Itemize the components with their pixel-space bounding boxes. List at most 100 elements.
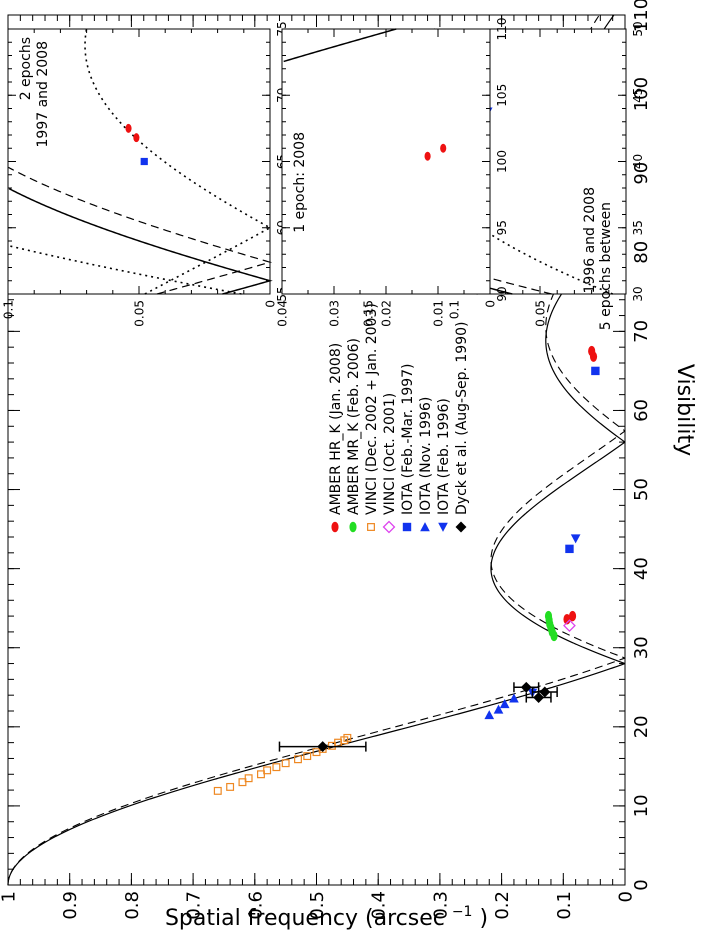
- data-point: [499, 699, 510, 709]
- model-curve-dashed: [7, 14, 626, 886]
- y-tick-label: 0.8: [122, 891, 143, 920]
- y-tick-label: 0.03: [327, 300, 341, 327]
- x-tick-label: 30: [631, 636, 652, 659]
- legend-label: AMBER MR_K (Feb. 2006): [346, 338, 362, 515]
- x-tick-label: 95: [495, 220, 509, 235]
- data-point: [563, 619, 576, 632]
- y-tick-label: 0.9: [60, 891, 81, 920]
- inset-upper-left-annotation-line1: 2 epochs: [18, 37, 34, 100]
- inset-upper-right-points: [424, 143, 447, 161]
- data-point: [484, 710, 495, 720]
- data-point: [440, 143, 447, 153]
- x-tick-label: 90: [495, 286, 509, 301]
- y-tick-label: 0.6: [245, 891, 266, 920]
- legend-label: Dyck et al. (Aug-Sep. 1990): [454, 322, 470, 515]
- y-axis-label: Visibility: [672, 364, 697, 456]
- inset-lower-annotation-line2: 1996 and 2008: [582, 187, 598, 294]
- data-point: [294, 755, 302, 764]
- legend-label: VINCI (Dec. 2002 + Jan. 2003): [364, 303, 380, 515]
- x-tick-label: 90: [631, 162, 652, 185]
- legend-label: VINCI (Oct. 2001): [382, 393, 398, 515]
- y-tick-label: 0.5: [307, 891, 328, 920]
- y-tick-label: 0: [483, 300, 497, 308]
- data-point: [303, 752, 312, 761]
- x-tick-label: 45: [631, 88, 645, 103]
- x-tick-label: 40: [631, 154, 645, 169]
- x-tick-label: 50: [631, 478, 652, 501]
- inset-upper-right-annotation: 1 epoch: 2008: [292, 132, 308, 233]
- data-point: [533, 692, 545, 704]
- data-point: [343, 733, 352, 742]
- inset-lower-annotation-line1: 5 epochs between: [598, 202, 614, 330]
- data-point: [565, 544, 574, 554]
- legend-marker: [420, 522, 430, 532]
- y-tick-label: 0.3: [430, 891, 451, 920]
- x-tick-label: 105: [495, 84, 509, 107]
- legend-marker: [438, 522, 448, 532]
- x-tick-label: 50: [631, 21, 645, 36]
- data-point: [272, 763, 281, 772]
- x-tick-label: 20: [631, 715, 652, 738]
- inset-curve-solid: [283, 28, 397, 63]
- y-tick-label: 0.05: [533, 300, 547, 327]
- y-tick-label: 0.1: [554, 891, 575, 920]
- data-point: [140, 157, 148, 166]
- x-axis-label-close: ): [479, 906, 488, 931]
- data-point: [563, 614, 571, 625]
- x-axis-label-exponent: −1: [452, 904, 473, 920]
- y-tick-label: 0: [615, 891, 636, 902]
- data-point: [213, 786, 222, 795]
- data-point: [591, 366, 600, 376]
- x-tick-label: 60: [631, 399, 652, 422]
- x-tick-label: 110: [495, 18, 509, 41]
- y-tick-label: 0.15: [361, 300, 375, 327]
- x-axis-label: Spatial frequency (arcsec −1 ): [165, 897, 488, 931]
- x-tick-label: 40: [631, 557, 652, 580]
- data-point: [244, 774, 253, 783]
- y-tick-label: 0.4: [369, 891, 390, 920]
- inset-curve-solid: [8, 187, 273, 295]
- y-tick-label: 0.01: [431, 300, 445, 327]
- y-tick-label: 1: [0, 891, 19, 902]
- y-tick-label: 0.2: [492, 891, 513, 920]
- inset-upper-left-panel: 556065707500.050.1 2 epochs 1997 and 200…: [1, 21, 289, 326]
- y-tick-label: 0.04: [275, 300, 289, 327]
- x-tick-label: 70: [631, 320, 652, 343]
- inset-upper-left-points: [125, 123, 148, 166]
- data-point: [539, 686, 551, 698]
- x-tick-label: 0: [631, 879, 652, 890]
- inset-upper-left-annotation-line2: 1997 and 2008: [35, 41, 51, 148]
- data-point: [226, 782, 235, 791]
- x-tick-label: 100: [631, 77, 652, 111]
- legend-label: AMBER HR_K (Jan. 2008): [328, 343, 344, 515]
- data-point: [588, 345, 596, 357]
- data-point: [493, 704, 504, 714]
- data-point: [568, 610, 577, 622]
- inset-upper-right-curves: [283, 28, 397, 63]
- inset-curve-dashed: [8, 166, 273, 295]
- legend-marker: [455, 521, 467, 533]
- data-point: [424, 151, 431, 161]
- x-tick-label: 35: [631, 220, 645, 235]
- legend-marker: [382, 520, 396, 534]
- legend-marker: [331, 521, 339, 533]
- legend-marker: [367, 523, 375, 531]
- legend-label: IOTA (Feb. 1996): [436, 398, 452, 515]
- legend-marker: [402, 522, 412, 532]
- x-tick-label: 30: [631, 286, 645, 301]
- x-tick-label: 80: [631, 241, 652, 264]
- data-point: [281, 759, 290, 768]
- y-tick-label: 0.1: [1, 300, 15, 319]
- data-point: [544, 610, 553, 622]
- legend-marker: [349, 521, 357, 533]
- x-tick-label: 100: [495, 150, 509, 173]
- data-point: [509, 693, 519, 703]
- x-tick-label: 10: [631, 794, 652, 817]
- x-axis-label-text: Spatial frequency (arcsec: [165, 906, 445, 931]
- data-point: [125, 123, 132, 133]
- legend-label: IOTA (Feb.-Mar. 1997): [400, 363, 416, 515]
- legend-label: IOTA (Nov. 1996): [418, 397, 434, 515]
- y-tick-label: 0.05: [132, 300, 146, 327]
